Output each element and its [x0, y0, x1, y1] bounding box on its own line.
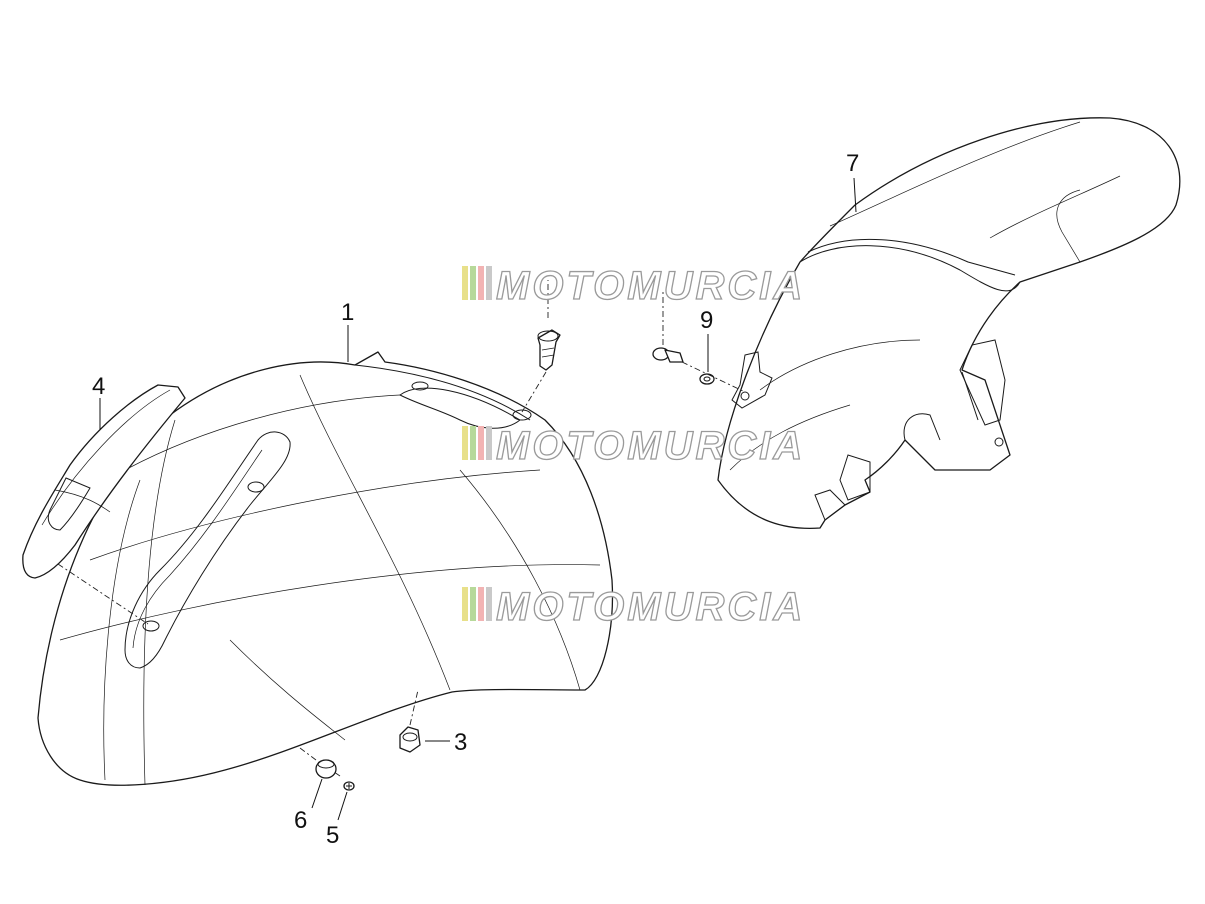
push-fastener: [537, 329, 561, 371]
watermark-stripe: [486, 266, 492, 300]
watermark-top: MOTOMURCIA: [462, 263, 805, 309]
watermark-bottom: MOTOMURCIA: [462, 584, 805, 630]
bolt-near-9: [652, 347, 684, 363]
watermark-stripe: [470, 587, 476, 621]
callout-4: 4: [92, 373, 105, 400]
part-9-washer: [699, 373, 715, 385]
part-5-screw: [343, 781, 355, 791]
watermark-stripe: [478, 426, 484, 460]
watermark-stripe: [470, 426, 476, 460]
part-4-trim-strip: [22, 384, 186, 579]
part-1-rear-mudguard: [37, 351, 614, 786]
watermark-middle: MOTOMURCIA: [462, 423, 805, 469]
part-6-grommet: [315, 759, 337, 779]
watermark-stripe: [470, 266, 476, 300]
assembly-lines: [57, 280, 746, 777]
watermark-top-text: MOTOMURCIA: [496, 264, 805, 308]
callout-1: 1: [341, 299, 354, 326]
callout-labels: 1 3 4 5 6 7 9: [92, 150, 859, 849]
callout-6: 6: [294, 807, 307, 834]
part-7-inner-mudguard: [717, 117, 1181, 529]
callout-9: 9: [700, 307, 713, 334]
watermark-stripe: [486, 426, 492, 460]
part-3-nut: [399, 726, 421, 753]
watermark-stripe: [462, 587, 468, 621]
callout-5: 5: [326, 822, 339, 849]
watermark-middle-text: MOTOMURCIA: [496, 424, 805, 468]
watermark-stripe: [478, 266, 484, 300]
callout-7: 7: [846, 150, 859, 177]
callout-3: 3: [454, 729, 467, 756]
watermark-stripe: [486, 587, 492, 621]
watermark-bottom-text: MOTOMURCIA: [496, 585, 805, 629]
watermark-stripe: [478, 587, 484, 621]
watermark-stripe: [462, 426, 468, 460]
watermark-stripe: [462, 266, 468, 300]
leader-lines: [99, 177, 857, 821]
